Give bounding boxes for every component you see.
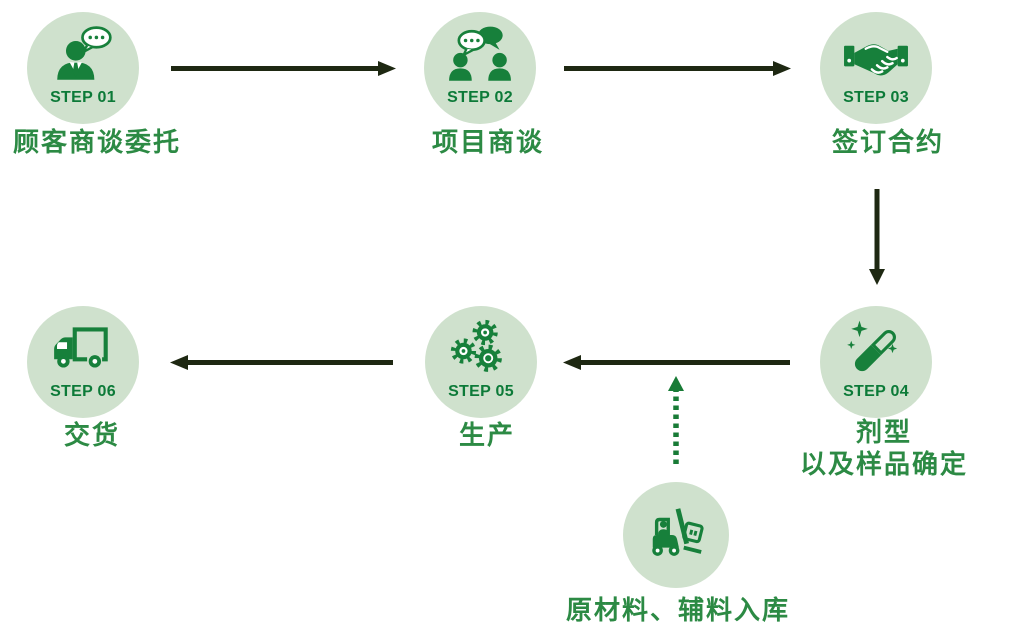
person-chat-icon: [57, 26, 112, 80]
step-number-label: STEP 05: [448, 383, 514, 400]
step-number-label: STEP 02: [447, 89, 513, 106]
step-title-2: 项目商谈: [431, 128, 544, 157]
step-node-5: STEP 05: [425, 306, 537, 418]
capsule-sparkle-icon: [847, 320, 898, 372]
arrow-step4-to-step5: [563, 355, 790, 370]
arrow-warehouse-to-flow: [668, 376, 684, 464]
forklift-icon: [652, 508, 704, 556]
step-node-4: STEP 04: [820, 306, 932, 418]
step-number-label: STEP 06: [50, 383, 116, 400]
arrow-step2-to-step3: [564, 61, 791, 76]
step-title-5: 生产: [458, 421, 515, 450]
handshake-icon: [844, 44, 908, 76]
truck-icon: [54, 327, 108, 368]
warehouse-title: 原材料、辅料入库: [565, 596, 790, 625]
arrow-step3-to-step4: [869, 189, 885, 285]
step-node-1: STEP 01: [27, 12, 139, 124]
warehouse-node: [623, 482, 729, 588]
arrow-step1-to-step2: [171, 61, 396, 76]
step-number-label: STEP 04: [843, 383, 909, 400]
step-title-6: 交货: [63, 421, 120, 450]
step-node-2: STEP 02: [424, 12, 536, 124]
gears-icon: [450, 319, 502, 372]
step-number-label: STEP 03: [843, 89, 909, 106]
arrow-step5-to-step6: [170, 355, 393, 370]
step-node-3: STEP 03: [820, 12, 932, 124]
step-title-1: 顾客商谈委托: [12, 128, 181, 157]
step-title-3: 签订合约: [831, 128, 944, 157]
step-node-6: STEP 06: [27, 306, 139, 418]
two-person-chat-icon: [449, 26, 511, 81]
step-number-label: STEP 01: [50, 89, 116, 106]
step-title-4: 剂型 以及样品确定: [799, 418, 968, 479]
